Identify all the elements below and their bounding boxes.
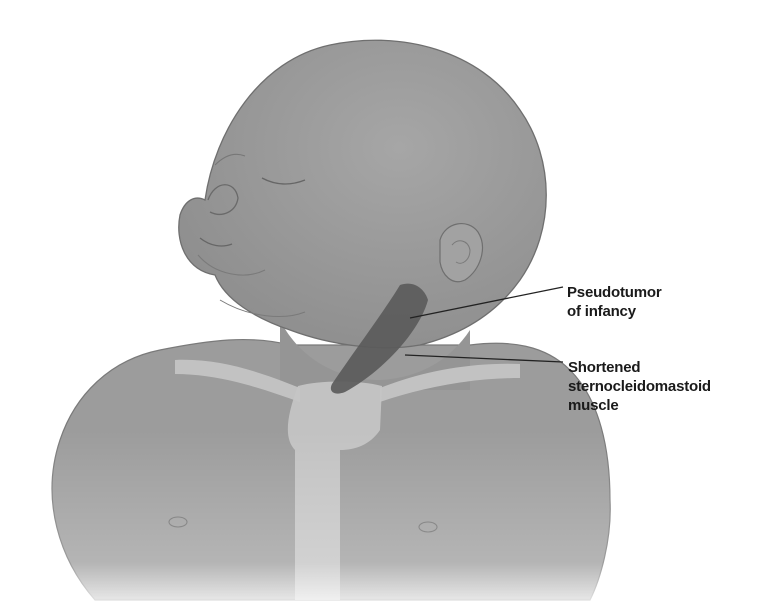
label-shortened-sternocleidomastoid-muscle: Shortened sternocleidomastoid muscle (568, 358, 758, 415)
bottom-fade (0, 430, 762, 607)
label-pseudotumor-line1: Pseudotumor (567, 283, 747, 302)
label-pseudotumor-line2: of infancy (567, 302, 747, 321)
label-shortened-line3: muscle (568, 396, 758, 415)
label-shortened-line1: Shortened (568, 358, 758, 377)
label-shortened-line2: sternocleidomastoid (568, 377, 758, 396)
label-pseudotumor-of-infancy: Pseudotumor of infancy (567, 283, 747, 321)
